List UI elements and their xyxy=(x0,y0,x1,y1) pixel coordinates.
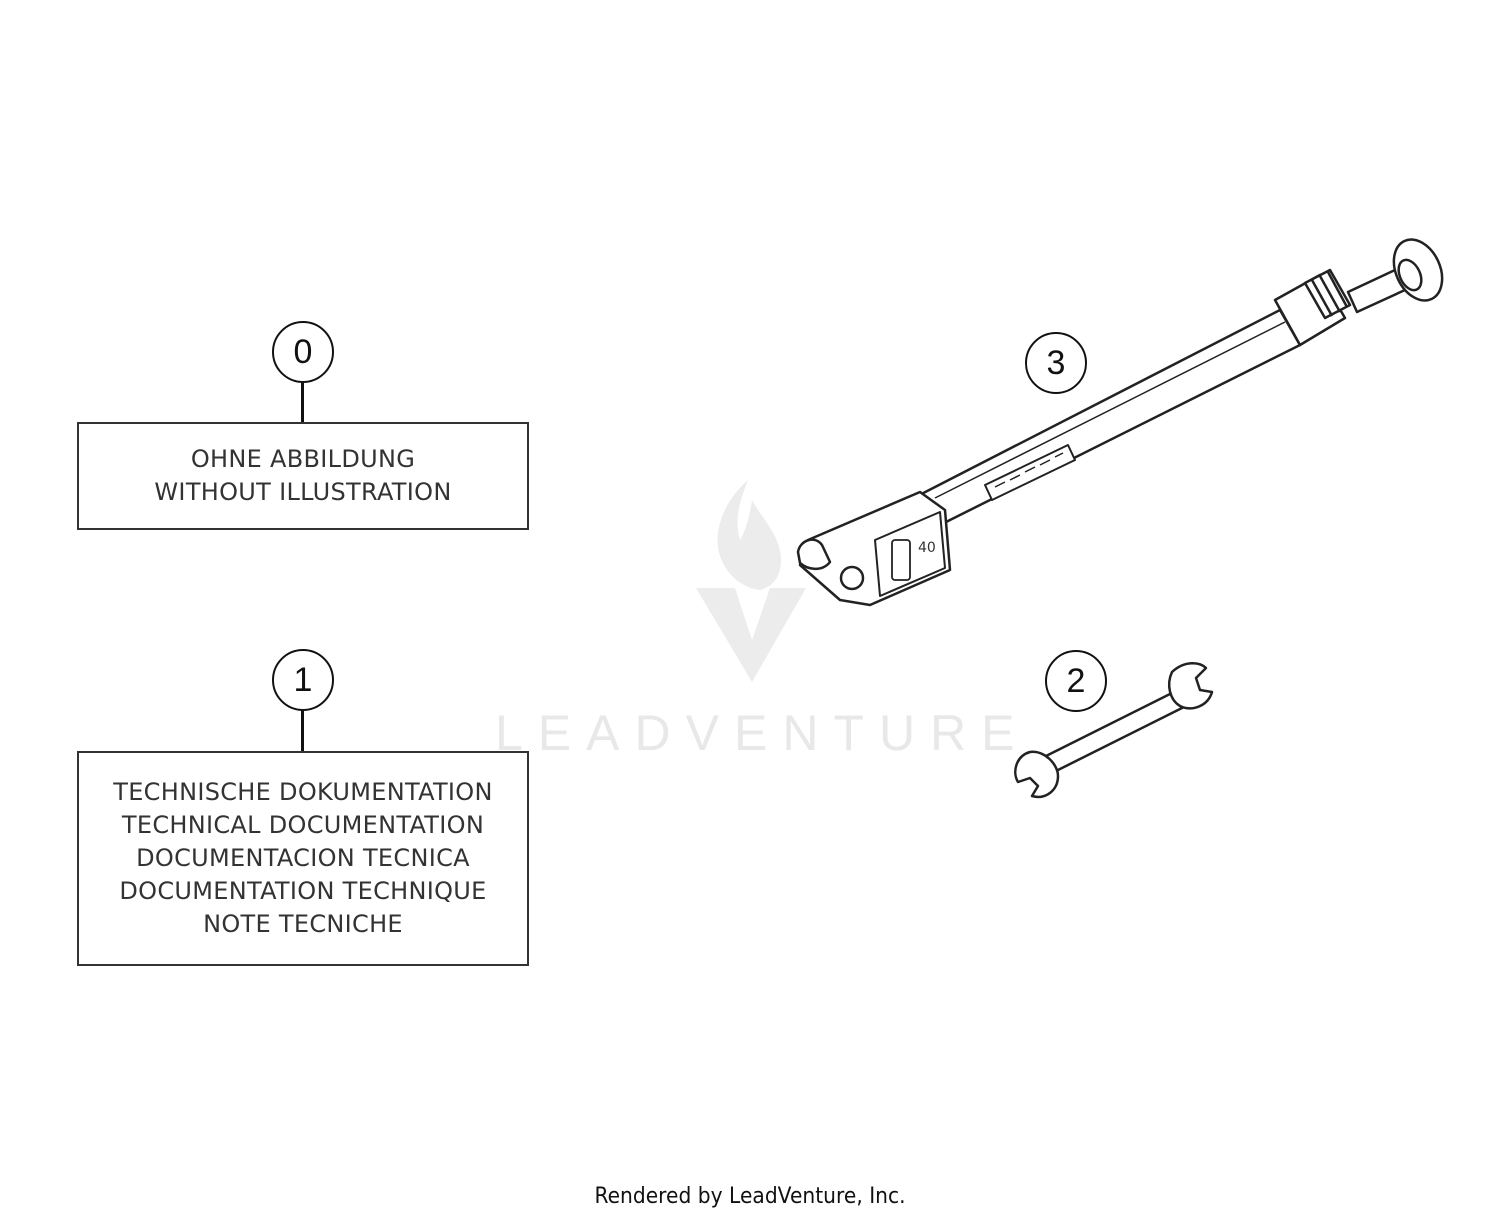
callout-2: 2 xyxy=(1045,650,1107,712)
callout-0: 0 xyxy=(272,321,334,383)
leader-line-1 xyxy=(301,711,304,752)
callout-1-number: 1 xyxy=(293,661,313,699)
label-box-1: TECHNISCHE DOKUMENTATION TECHNICAL DOCUM… xyxy=(77,751,529,966)
open-end-wrench xyxy=(1014,662,1214,799)
svg-text:40: 40 xyxy=(918,540,936,556)
torque-wrench: 40 xyxy=(796,238,1444,607)
callout-1: 1 xyxy=(272,649,334,711)
leader-line-0 xyxy=(301,383,304,423)
watermark-logo xyxy=(696,480,806,682)
watermark-text: LEADVENTURE xyxy=(495,705,1030,761)
label-1-line-5: NOTE TECNICHE xyxy=(203,910,403,938)
label-box-0: OHNE ABBILDUNG WITHOUT ILLUSTRATION xyxy=(77,422,529,530)
label-0-line-1: OHNE ABBILDUNG xyxy=(190,445,416,473)
label-0-line-2: WITHOUT ILLUSTRATION xyxy=(154,478,452,506)
callout-3: 3 xyxy=(1025,332,1087,394)
callout-3-number: 3 xyxy=(1046,344,1066,382)
callout-2-number: 2 xyxy=(1066,662,1086,700)
callout-0-number: 0 xyxy=(293,333,313,371)
label-1-line-2: TECHNICAL DOCUMENTATION xyxy=(121,811,485,839)
label-1-line-4: DOCUMENTATION TECHNIQUE xyxy=(119,877,487,905)
label-1-line-3: DOCUMENTACION TECNICA xyxy=(136,844,470,872)
label-1-line-1: TECHNISCHE DOKUMENTATION xyxy=(113,778,493,806)
footer-credit: Rendered by LeadVenture, Inc. xyxy=(594,1184,906,1209)
